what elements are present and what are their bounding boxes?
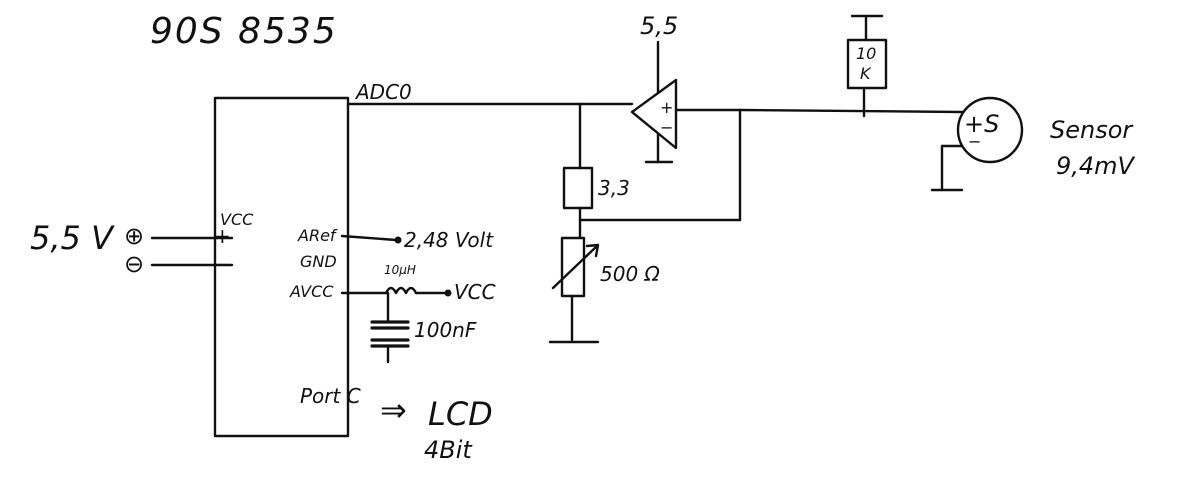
potentiometer-arrow-line xyxy=(551,244,599,290)
vcc-pin-plus-mark: + xyxy=(214,224,231,248)
lcd-arrow: ⇒ xyxy=(380,391,407,429)
aref-value-label: 2,48 Volt xyxy=(404,228,494,252)
opamp-symbol xyxy=(630,78,678,150)
resistor-fixed-label: 3,3 xyxy=(598,176,630,200)
sensor-circle xyxy=(956,96,1024,164)
potentiometer-body xyxy=(560,236,586,298)
opamp-supply-label: 5,5 xyxy=(640,12,679,40)
inductor-label: 10µH xyxy=(384,263,416,277)
pullup-label-top: 10 xyxy=(856,44,877,63)
supply-voltage-label: 5,5 V xyxy=(30,219,113,257)
supply-minus-symbol: ⊖ xyxy=(124,250,145,278)
aref-wire xyxy=(340,234,398,242)
adc0-pin-label: ADC0 xyxy=(356,80,412,104)
vcc-pin-minus-mark: − xyxy=(214,252,231,276)
supply-plus-symbol: ⊕ xyxy=(124,222,145,250)
potentiometer-label: 500 Ω xyxy=(600,262,660,286)
lcd-label: LCD xyxy=(428,395,493,433)
gnd-pin-label: GND xyxy=(300,252,337,271)
vcc-node xyxy=(444,289,452,297)
mcu-chip-body xyxy=(213,96,350,438)
aref-node xyxy=(394,236,402,244)
sensor-name-label: Sensor xyxy=(1050,116,1133,144)
opamp-minus-label: − xyxy=(660,118,674,137)
pullup-label-bottom: K xyxy=(860,64,871,83)
sensor-signal-label: 9,4mV xyxy=(1056,152,1134,180)
sensor-signal-wire xyxy=(738,108,964,114)
sensor-symbol-label: +S xyxy=(964,110,1000,138)
aref-pin-label: ARef xyxy=(298,226,336,245)
capacitor-label: 100nF xyxy=(414,318,477,342)
port-c-label: Port C xyxy=(300,384,361,408)
sensor-minus-label: − xyxy=(968,132,982,151)
potentiometer-arrow-head xyxy=(585,243,600,258)
vcc-pin-label: VCC xyxy=(220,210,254,229)
avcc-vcc-label: VCC xyxy=(454,280,496,304)
avcc-pin-label: AVCC xyxy=(290,282,334,301)
lcd-mode-label: 4Bit xyxy=(424,436,472,464)
opamp-plus-label: + xyxy=(660,98,674,117)
resistor-fixed-body xyxy=(562,166,594,210)
chip-title: 90S 8535 xyxy=(150,11,338,52)
inductor-coil xyxy=(384,286,418,295)
